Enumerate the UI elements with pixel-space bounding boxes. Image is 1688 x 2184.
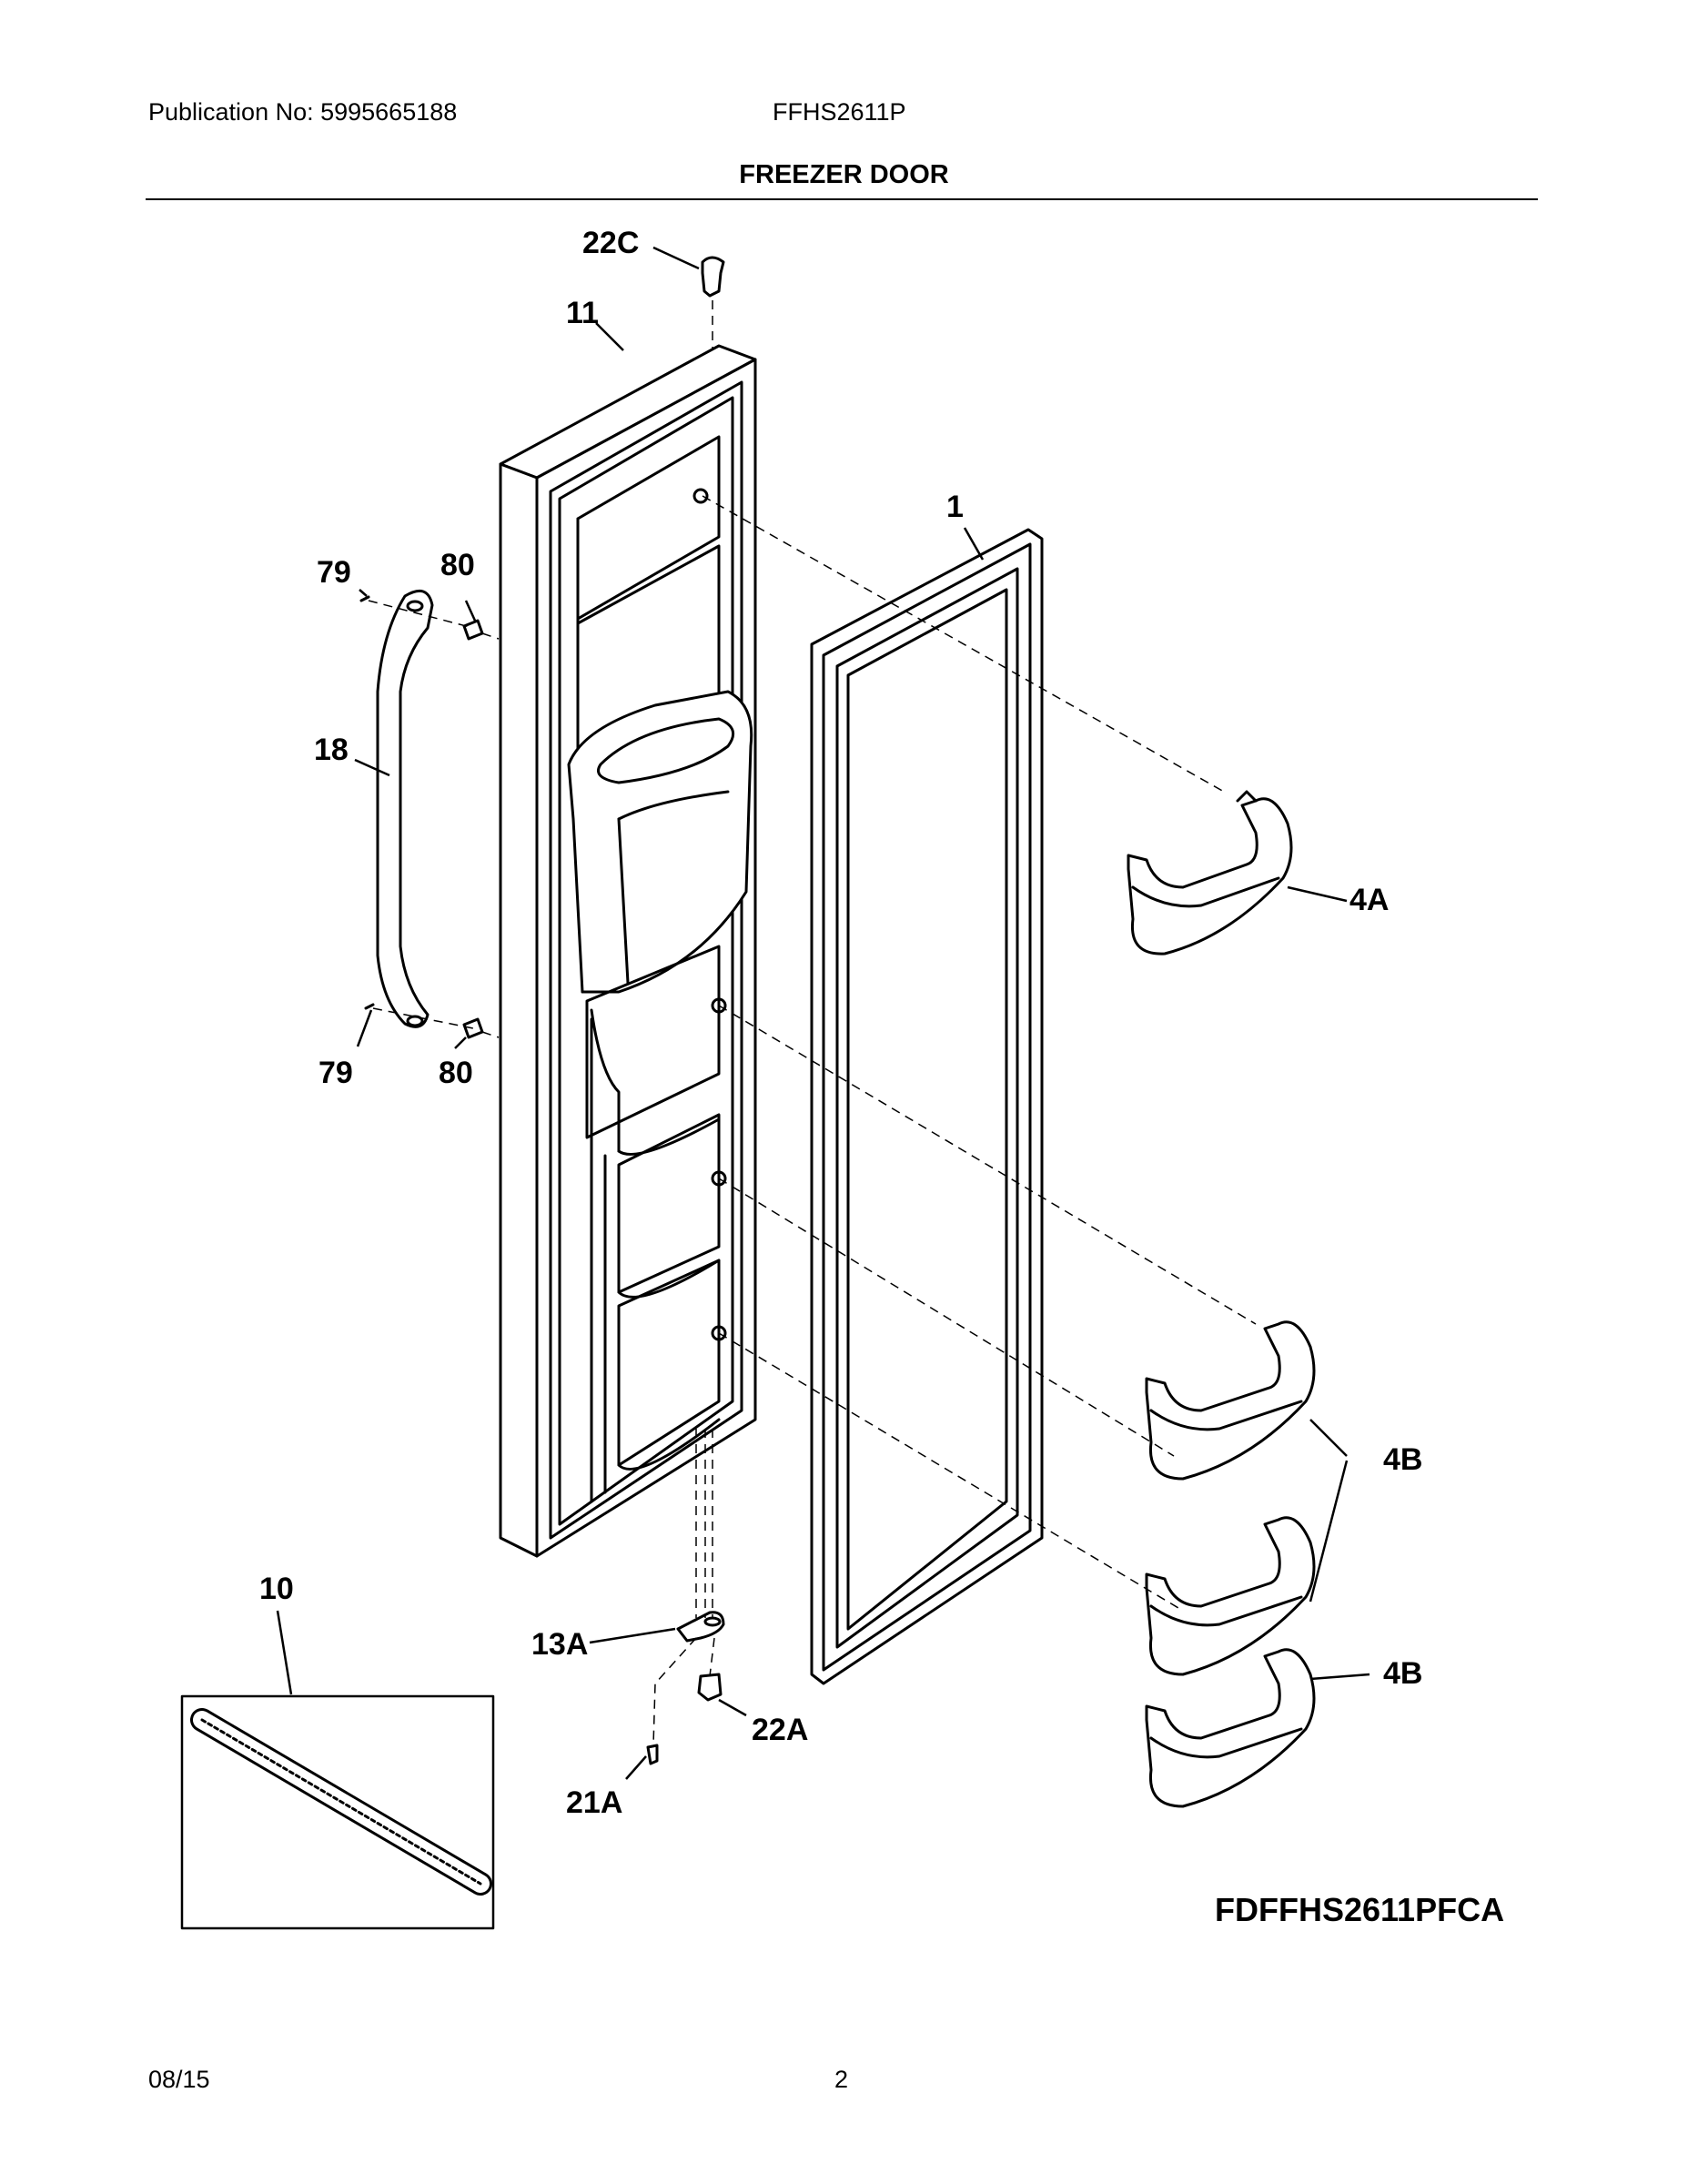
callout-79-top: 79 bbox=[317, 555, 351, 590]
callout-leaders bbox=[276, 246, 1370, 1780]
callout-80-top: 80 bbox=[440, 548, 475, 582]
figure-code: FDFFHS2611PFCA bbox=[1215, 1891, 1505, 1928]
header-rule bbox=[146, 198, 1538, 200]
callout-1: 1 bbox=[946, 490, 964, 524]
callout-79-bottom: 79 bbox=[318, 1056, 353, 1090]
callout-21a: 21A bbox=[566, 1785, 622, 1820]
door-bin-4b-middle bbox=[1145, 1516, 1316, 1676]
door-handle bbox=[376, 589, 434, 1028]
callout-18: 18 bbox=[314, 733, 349, 767]
callout-22c: 22C bbox=[582, 226, 639, 260]
callout-4b-pair: 4B bbox=[1383, 1442, 1422, 1477]
callout-13a: 13A bbox=[531, 1627, 588, 1662]
door-bin-4b-lower bbox=[1145, 1648, 1316, 1808]
bottom-hinge-parts bbox=[646, 1611, 725, 1765]
page-number: 2 bbox=[834, 2066, 849, 2093]
door-bin-4b-upper bbox=[1145, 1320, 1316, 1481]
door-gasket bbox=[810, 528, 1044, 1685]
callout-4a: 4A bbox=[1349, 883, 1389, 917]
footer-date: 08/15 bbox=[148, 2066, 210, 2093]
assembly-dashed-lines bbox=[368, 300, 1257, 1746]
callout-80-bottom: 80 bbox=[439, 1056, 473, 1090]
callout-22a: 22A bbox=[752, 1713, 808, 1747]
callout-11: 11 bbox=[566, 296, 599, 330]
tube-inset-box bbox=[180, 1694, 495, 1930]
model-number: FFHS2611P bbox=[773, 98, 906, 126]
callout-4b-single: 4B bbox=[1383, 1656, 1422, 1691]
door-bin-4a bbox=[1127, 790, 1293, 956]
top-hinge-pin bbox=[701, 256, 725, 298]
freezer-door-panel bbox=[499, 344, 757, 1558]
callout-10: 10 bbox=[259, 1572, 294, 1606]
publication-number: Publication No: 5995665188 bbox=[148, 98, 458, 126]
callout-labels: 22C 11 1 79 80 18 4A 79 80 4B 4B 10 13A … bbox=[259, 226, 1422, 1820]
section-title: FREEZER DOOR bbox=[739, 160, 949, 189]
